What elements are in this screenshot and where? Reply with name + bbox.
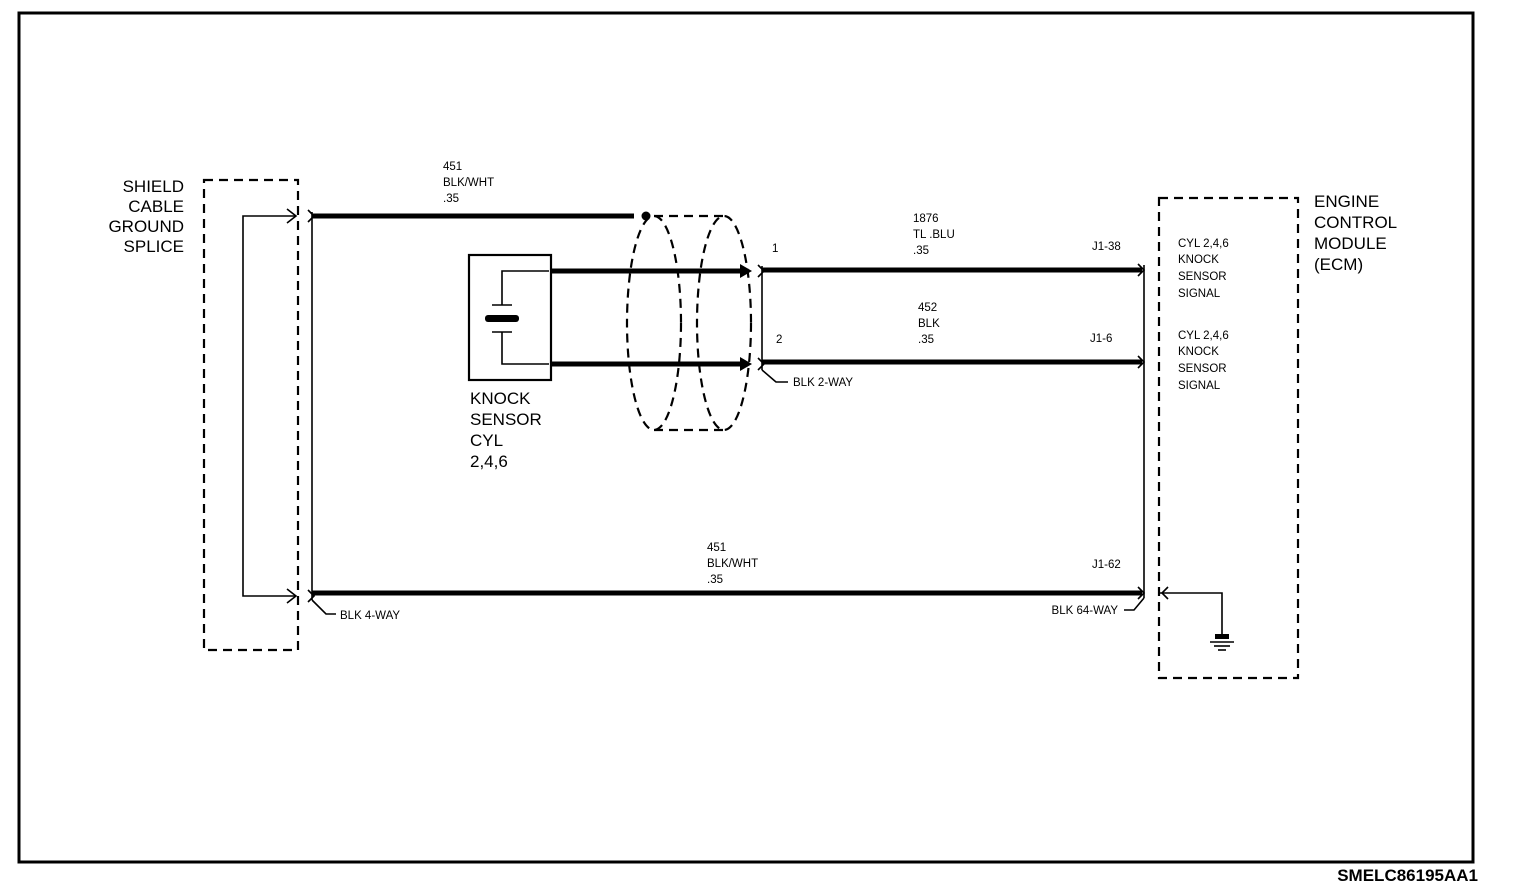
connector-2way-leader: [761, 369, 788, 383]
connector-4way-label: BLK 4-WAY: [340, 610, 400, 622]
ecm-signal-1-line-1: CYL 2,4,6: [1178, 238, 1229, 250]
ecm-signal-2-line-2: KNOCK: [1178, 346, 1219, 358]
diagram-frame: [17, 11, 1475, 864]
wire-1876-color: TL .BLU: [913, 229, 955, 241]
wire-452-color: BLK: [918, 318, 940, 330]
wire-451-top-size: .35: [443, 193, 459, 205]
pin-j1-62-label: J1-62: [1092, 559, 1121, 571]
ecm-line-1: ENGINE: [1314, 192, 1379, 211]
pin-2-label: 2: [776, 334, 782, 346]
connector-64way-pin38-icon: [1137, 263, 1146, 277]
knock-sensor-line-4: 2,4,6: [470, 452, 508, 471]
ecm-ground-wire: [1160, 592, 1223, 636]
sensor-wire-2-arrow-icon: [740, 357, 752, 371]
ecm-label: ENGINE CONTROL MODULE (ECM): [1314, 192, 1397, 274]
shield-splice-line-1: SHIELD: [123, 177, 184, 196]
ecm-line-3: MODULE: [1314, 234, 1387, 253]
knock-sensor-line-2: SENSOR: [470, 410, 542, 429]
connector-64way-pin6-icon: [1137, 355, 1146, 369]
connector-64way-leader: [1124, 597, 1145, 611]
wire-452-size: .35: [918, 334, 934, 346]
wire-1876-size: .35: [913, 245, 929, 257]
connector-64way-pin62-icon: [1137, 586, 1146, 600]
knock-sensor-line-3: CYL: [470, 431, 503, 450]
wire-451-bottom-number: 451: [707, 542, 726, 554]
shield-ellipse-left: [625, 214, 683, 432]
sensor-wire-1-arrow-icon: [740, 264, 752, 278]
shield-splice-box: [202, 178, 300, 652]
shield-splice-line-3: GROUND: [108, 217, 184, 236]
wire-451-bottom-color: BLK/WHT: [707, 558, 758, 570]
wire-452-number: 452: [918, 302, 937, 314]
pin-j1-38-label: J1-38: [1092, 241, 1121, 253]
wire-451-top-number: 451: [443, 161, 462, 173]
ecm-signal-2-line-1: CYL 2,4,6: [1178, 330, 1229, 342]
ecm-signal-1-line-2: KNOCK: [1178, 254, 1219, 266]
shield-splice-label: SHIELD CABLE GROUND SPLICE: [108, 177, 184, 256]
figure-code: SMELC86195AA1: [1337, 866, 1478, 885]
knock-sensor-line-1: KNOCK: [470, 389, 531, 408]
ecm-signal-1: CYL 2,4,6 KNOCK SENSOR SIGNAL: [1178, 238, 1229, 300]
splice-arrow-top-icon: [286, 208, 298, 224]
knock-sensor-symbol-icon: [485, 270, 549, 365]
wire-1876-number: 1876: [913, 213, 939, 225]
ecm-signal-1-line-4: SIGNAL: [1178, 288, 1221, 300]
splice-arrow-bottom-icon: [286, 588, 298, 604]
ecm-line-4: (ECM): [1314, 255, 1363, 274]
ecm-signal-1-line-3: SENSOR: [1178, 271, 1227, 283]
splice-loop: [242, 215, 296, 597]
wire-451-top-color: BLK/WHT: [443, 177, 494, 189]
shield-splice-line-2: CABLE: [128, 197, 184, 216]
wire-451-bottom-size: .35: [707, 574, 723, 586]
shield-ellipse-right: [695, 214, 753, 432]
ecm-signal-2-line-3: SENSOR: [1178, 363, 1227, 375]
connector-4way-bottom-icon: [307, 589, 316, 603]
shield-splice-line-4: SPLICE: [124, 237, 184, 256]
knock-sensor-box: [467, 253, 553, 382]
ecm-signal-2-line-4: SIGNAL: [1178, 380, 1221, 392]
ecm-ground-arrow-icon: [1160, 586, 1169, 600]
connector-64way-label: BLK 64-WAY: [1052, 605, 1119, 617]
ecm-box: [1157, 196, 1300, 680]
pin-j1-6-label: J1-6: [1090, 333, 1112, 345]
ground-symbol-icon: [1210, 634, 1234, 651]
connector-4way-leader: [311, 599, 336, 615]
ecm-line-2: CONTROL: [1314, 213, 1397, 232]
pin-1-label: 1: [772, 243, 778, 255]
connector-2way-label: BLK 2-WAY: [793, 377, 853, 389]
ecm-signal-2: CYL 2,4,6 KNOCK SENSOR SIGNAL: [1178, 330, 1229, 392]
